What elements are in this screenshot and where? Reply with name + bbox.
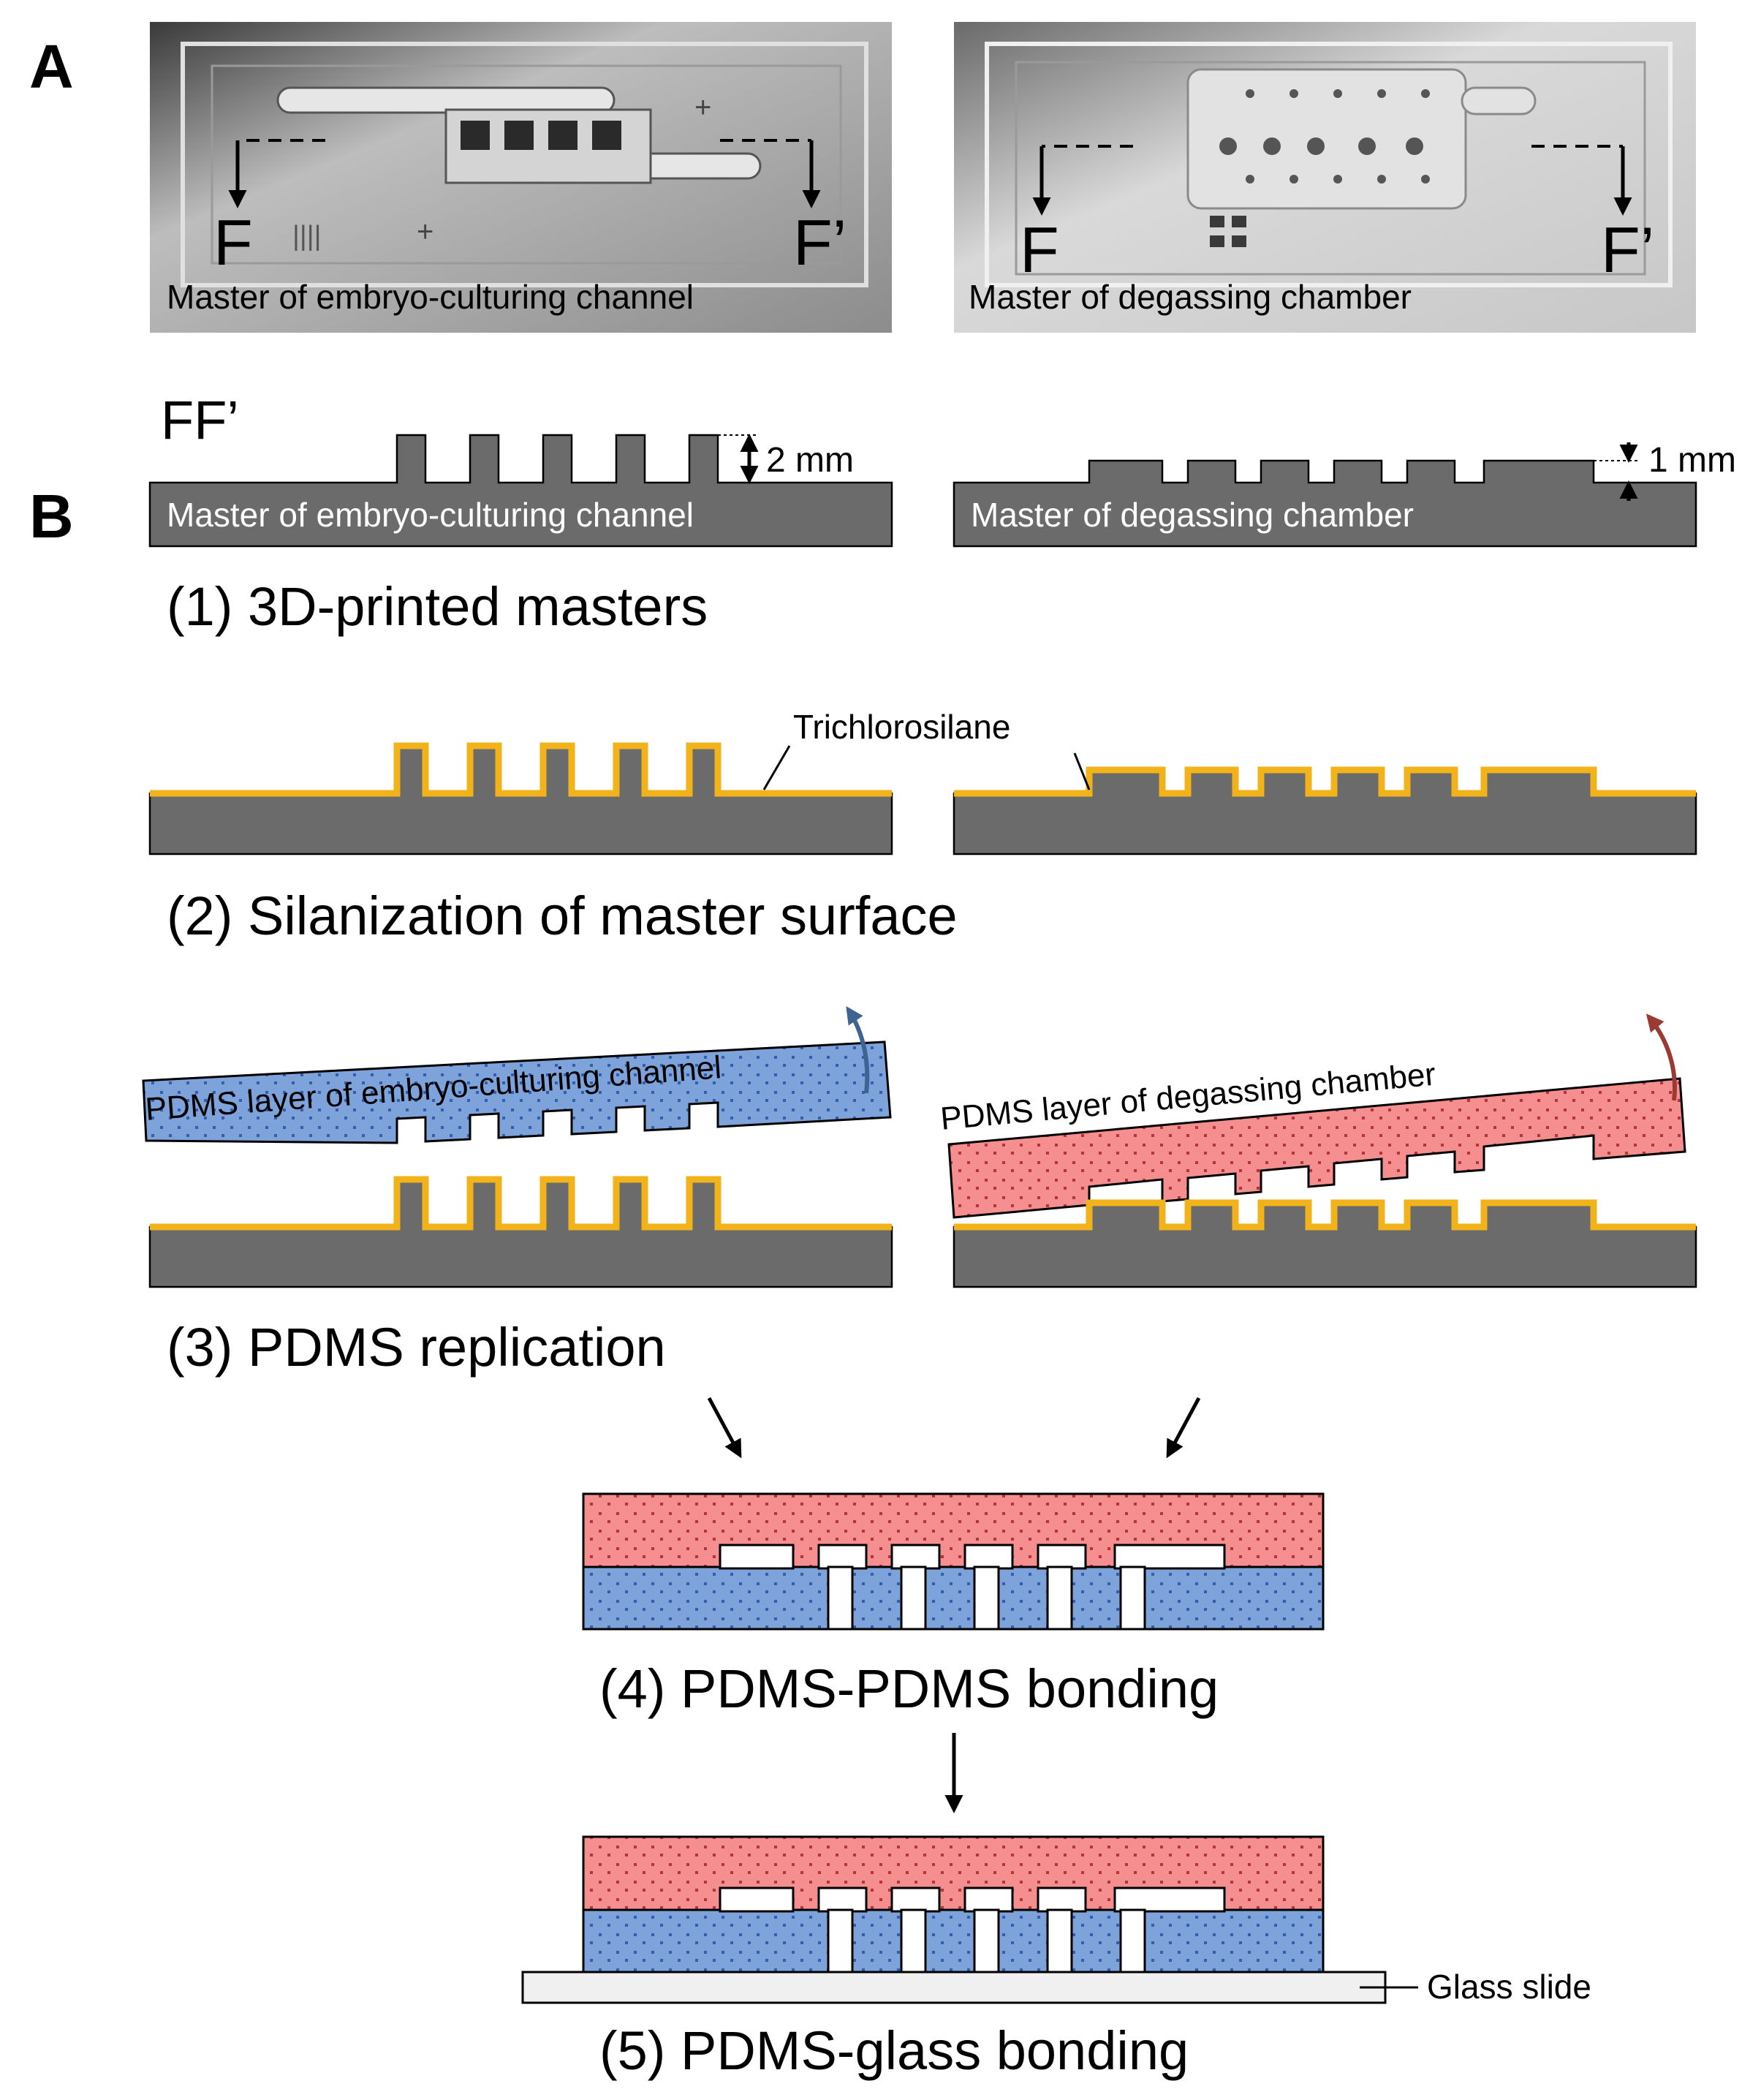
step2-right-master <box>953 766 1697 856</box>
pdms-blue-layer <box>142 1040 892 1144</box>
section-mark-fprime-left: F’ <box>793 206 847 279</box>
converge-arrow-left <box>707 1397 742 1459</box>
peel-arrow-blue <box>846 1006 870 1094</box>
pdms-red-layer <box>582 1492 1325 1568</box>
step3-left-pdms-layer: PDMS layer of embryo-culturing channel <box>142 1006 892 1144</box>
step1-left-master: 2 mm Master of embryo-culturing channel <box>148 434 893 548</box>
step4-bonded-stack <box>582 1492 1325 1631</box>
pdms-red-layer <box>947 1077 1686 1219</box>
step1-right-label: Master of degassing chamber <box>971 496 1414 534</box>
section-label: FF’ <box>161 390 239 450</box>
dimension-1mm: 1 mm <box>1648 441 1736 480</box>
peel-arrow-red <box>1646 1013 1677 1101</box>
photo-caption-right: Master of degassing chamber <box>969 278 1412 316</box>
step3-caption: (3) PDMS replication <box>167 1317 666 1378</box>
step3-right-pdms-layer: PDMS layer of degassing chamber <box>939 1013 1686 1219</box>
svg-text:+: + <box>417 216 433 248</box>
step5-caption: (5) PDMS-glass bonding <box>599 2020 1189 2081</box>
section-mark-f-right: F <box>1020 214 1059 286</box>
dimension-2mm: 2 mm <box>766 441 854 480</box>
step1-right-master: 1 mm Master of degassing chamber <box>953 441 1736 548</box>
trichlorosilane-label: Trichlorosilane <box>793 708 1010 746</box>
trichlorosilane-leader-left <box>762 745 791 790</box>
pdms-blue-layer <box>582 1565 1325 1631</box>
trichlorosilane-leader-right <box>1073 752 1091 790</box>
photo-embryo-channel-master: + + |||| F F’ Master of embryo-culturing… <box>150 22 892 333</box>
silane-coat-right <box>954 766 1696 797</box>
converge-arrow-right <box>1166 1397 1201 1459</box>
photo-degassing-chamber-master: F F’ Master of degassing chamber <box>954 22 1696 333</box>
svg-text:||||: |||| <box>292 221 321 252</box>
section-mark-f-left: F <box>213 206 253 279</box>
section-mark-fprime-right: F’ <box>1601 214 1654 286</box>
step2-caption: (2) Silanization of master surface <box>167 885 958 946</box>
step2-left-master <box>148 742 893 856</box>
glass-slide <box>521 1971 1387 2004</box>
panel-label-a: A <box>29 32 74 101</box>
silane-coat-left <box>150 742 892 797</box>
panel-label-b: B <box>29 482 74 551</box>
step5-bonded-stack: Glass slide <box>521 1835 1591 2006</box>
step3-right-master <box>953 1199 1697 1288</box>
photo-caption-left: Master of embryo-culturing channel <box>167 278 694 316</box>
step1-caption: (1) 3D-printed masters <box>167 576 708 637</box>
step4-caption: (4) PDMS-PDMS bonding <box>599 1658 1219 1719</box>
pdms-blue-layer <box>582 1908 1325 1974</box>
svg-text:+: + <box>694 91 711 124</box>
step3-left-master <box>148 1176 893 1288</box>
glass-slide-label: Glass slide <box>1427 1968 1591 2006</box>
step1-left-label: Master of embryo-culturing channel <box>167 496 694 534</box>
